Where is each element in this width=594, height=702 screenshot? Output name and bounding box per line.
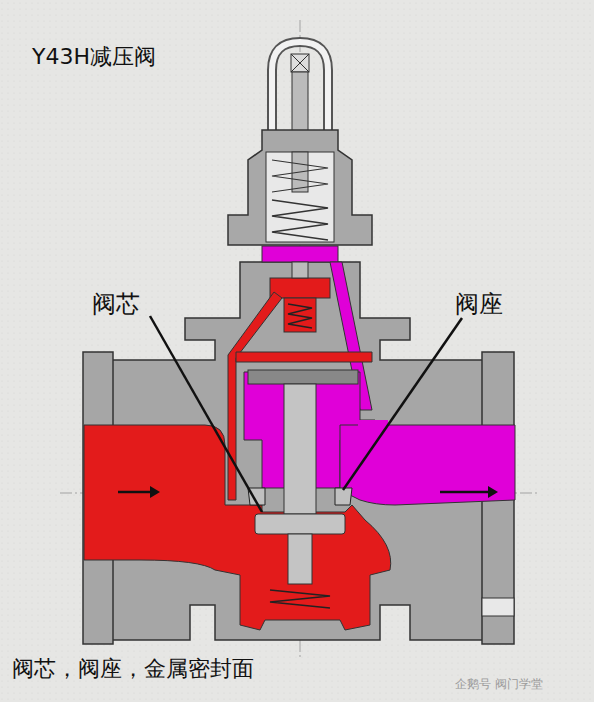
part-label: 阀芯 xyxy=(92,288,140,320)
part-label: 阀座 xyxy=(455,288,503,320)
watermark: 企鹅号 阀门学堂 xyxy=(455,676,543,693)
title-text: Y43H减压阀 xyxy=(32,42,156,72)
caption-text: 阀芯，阀座，金属密封面 xyxy=(12,654,254,684)
